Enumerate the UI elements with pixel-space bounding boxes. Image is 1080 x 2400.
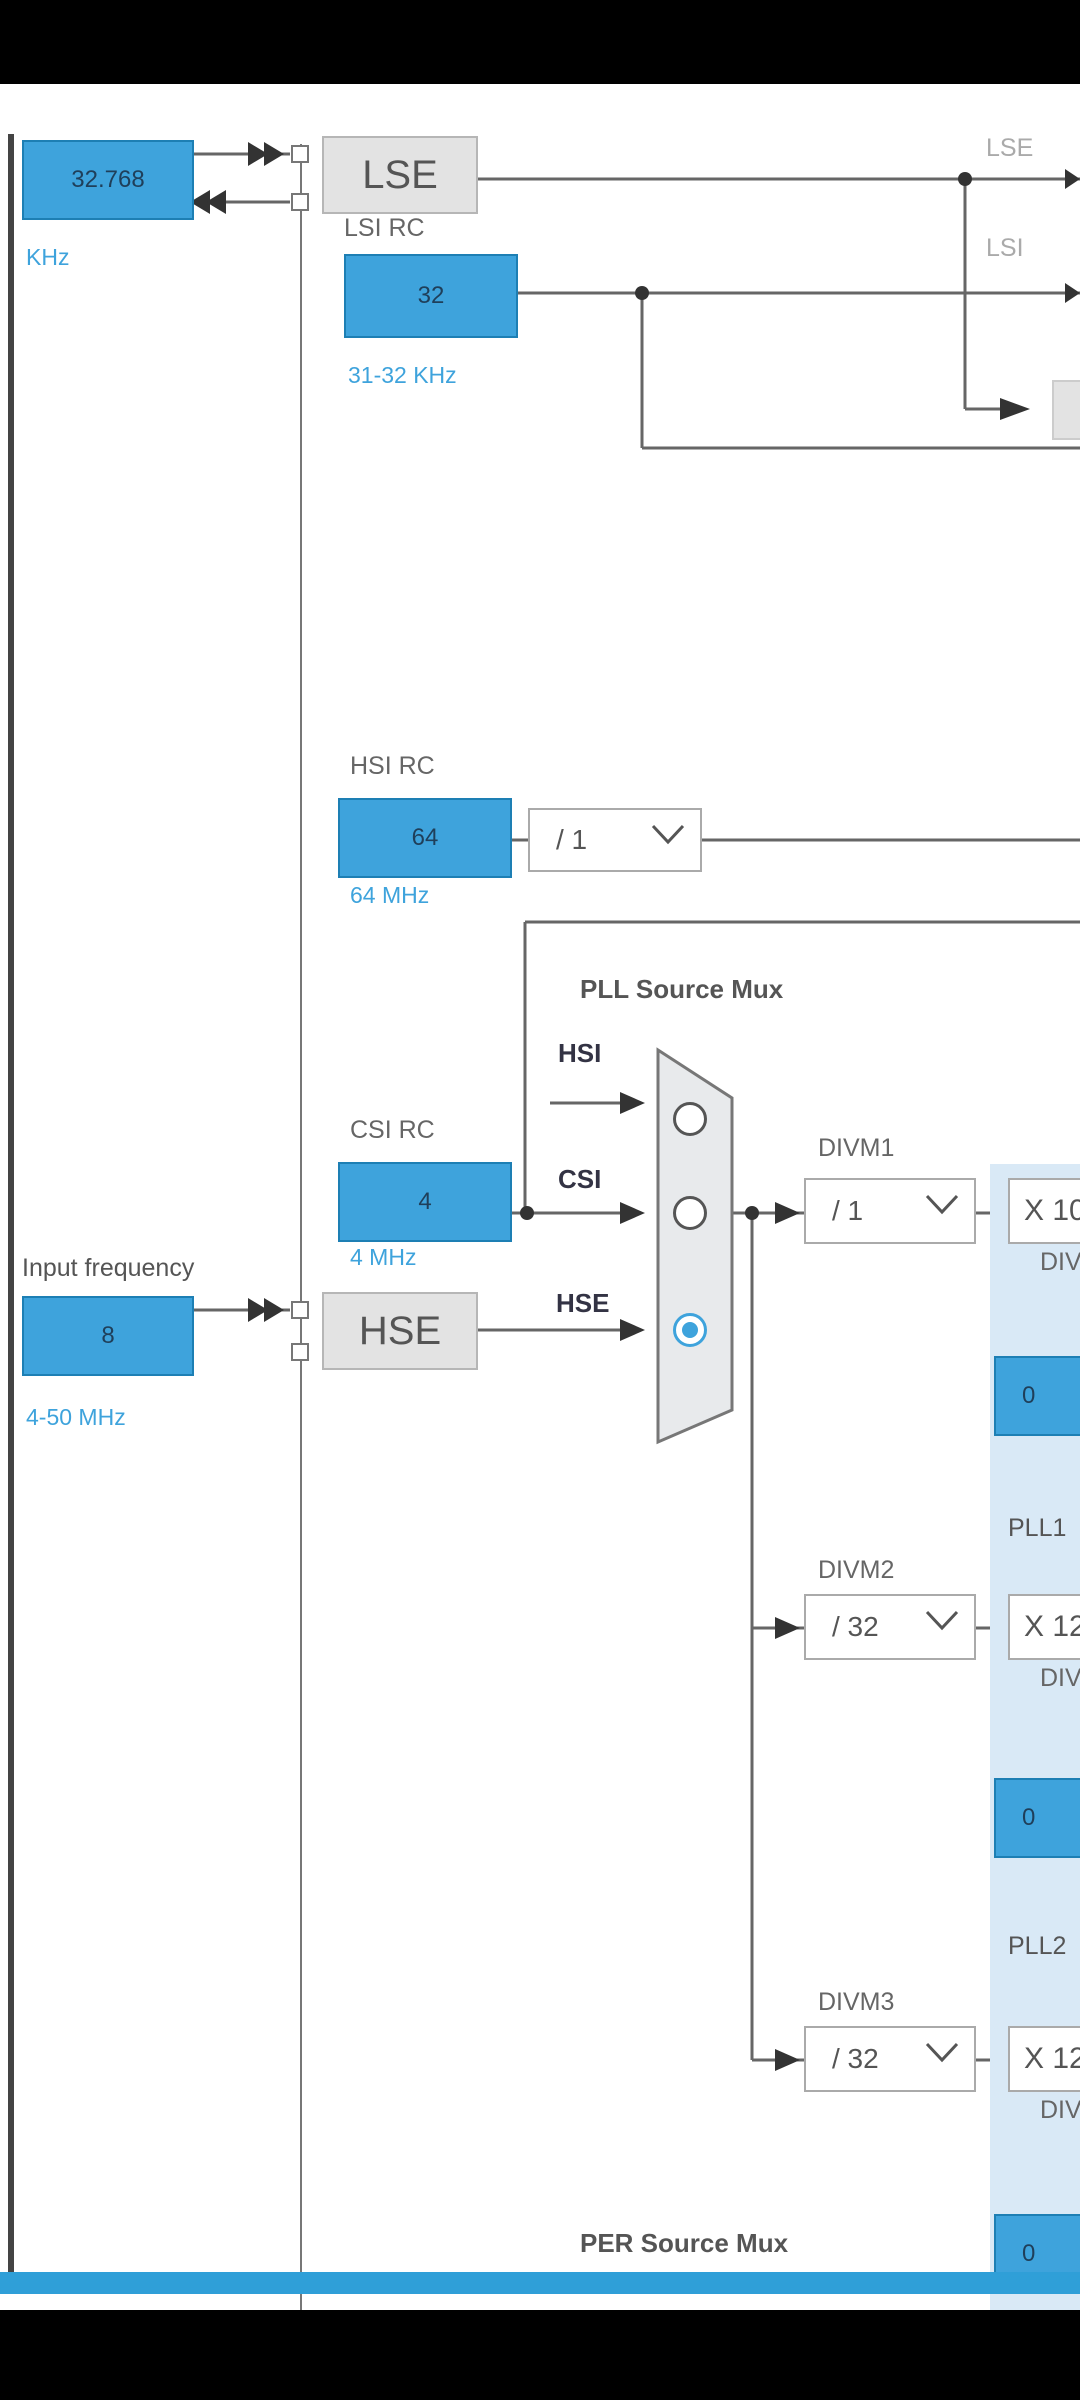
divn2-multiplier[interactable]: X 12 xyxy=(1008,1594,1080,1660)
bottom-scroll-bar[interactable] xyxy=(0,2272,1080,2294)
chevron-down-icon xyxy=(925,2042,959,2063)
divm1-value: / 1 xyxy=(832,1195,864,1226)
pll-mux-radio-csi[interactable] xyxy=(673,1196,707,1230)
divm2-label: DIVM2 xyxy=(818,1556,895,1584)
hsi-range-label: 64 MHz xyxy=(350,882,430,908)
divm3-select[interactable]: / 32 xyxy=(804,2026,976,2092)
pll-mux-csi-label: CSI xyxy=(558,1164,602,1194)
csi-frequency-value: 4 xyxy=(338,1162,512,1242)
clock-config-canvas: 32.768 KHz LSE LSE LSI RC 32 31-32 KHz L… xyxy=(0,84,1080,2310)
csi-range-label: 4 MHz xyxy=(350,1244,417,1270)
lse-frequency-input[interactable]: 32.768 xyxy=(22,140,194,220)
lse-unit-label: KHz xyxy=(26,244,70,270)
csi-title: CSI RC xyxy=(350,1116,435,1144)
chevron-down-icon xyxy=(651,824,685,845)
pll-mux-hse-label: HSE xyxy=(556,1288,610,1318)
pll-source-mux-title: PLL Source Mux xyxy=(580,974,784,1004)
input-bus-line xyxy=(300,144,302,2310)
divm3-label: DIVM3 xyxy=(818,1988,895,2016)
hsi-frequency-value: 64 xyxy=(338,798,512,878)
divn3-multiplier[interactable]: X 12 xyxy=(1008,2026,1080,2092)
per-source-mux-title: PER Source Mux xyxy=(580,2228,789,2258)
pll2-fracn-value[interactable]: 0 xyxy=(994,1778,1080,1858)
lse-oscillator: LSE xyxy=(322,136,478,214)
divm3-value: / 32 xyxy=(832,2043,879,2074)
pll2-label: PLL2 xyxy=(1008,1932,1067,1960)
chevron-down-icon xyxy=(925,1610,959,1631)
divm2-value: / 32 xyxy=(832,1611,879,1642)
lsi-title: LSI RC xyxy=(344,214,425,242)
lsi-frequency-value: 32 xyxy=(344,254,518,338)
divn2-label: DIV xyxy=(1040,1664,1080,1692)
hse-oscillator: HSE xyxy=(322,1292,478,1370)
hse-input-frequency-label: Input frequency xyxy=(22,1254,195,1282)
left-frame-line xyxy=(8,134,14,2274)
chevron-down-icon xyxy=(925,1194,959,1215)
pll1-fracn-value[interactable]: 0 xyxy=(994,1356,1080,1436)
lsi-output-label: LSI xyxy=(986,234,1024,262)
pll-mux-radio-hse[interactable] xyxy=(673,1313,707,1347)
hsi-title: HSI RC xyxy=(350,752,435,780)
hsi-divider-select[interactable]: / 1 xyxy=(528,808,702,872)
pll-mux-radio-hsi[interactable] xyxy=(673,1102,707,1136)
divm1-label: DIVM1 xyxy=(818,1134,895,1162)
divm2-select[interactable]: / 32 xyxy=(804,1594,976,1660)
lse-output-label: LSE xyxy=(986,134,1034,162)
divn1-multiplier[interactable]: X 10 xyxy=(1008,1178,1080,1244)
hsi-divider-value: / 1 xyxy=(556,824,588,855)
lsi-output-box xyxy=(1052,380,1080,440)
lsi-range-label: 31-32 KHz xyxy=(348,362,457,388)
radio-selected-dot xyxy=(682,1322,698,1338)
divn1-label: DIV xyxy=(1040,1248,1080,1276)
divn3-label: DIV xyxy=(1040,2096,1080,2124)
hse-range-label: 4-50 MHz xyxy=(26,1404,126,1430)
pll-mux-hsi-label: HSI xyxy=(558,1038,602,1068)
pll1-label: PLL1 xyxy=(1008,1514,1067,1542)
divm1-select[interactable]: / 1 xyxy=(804,1178,976,1244)
hse-frequency-input[interactable]: 8 xyxy=(22,1296,194,1376)
clock-tree-connectors xyxy=(190,142,1080,2071)
